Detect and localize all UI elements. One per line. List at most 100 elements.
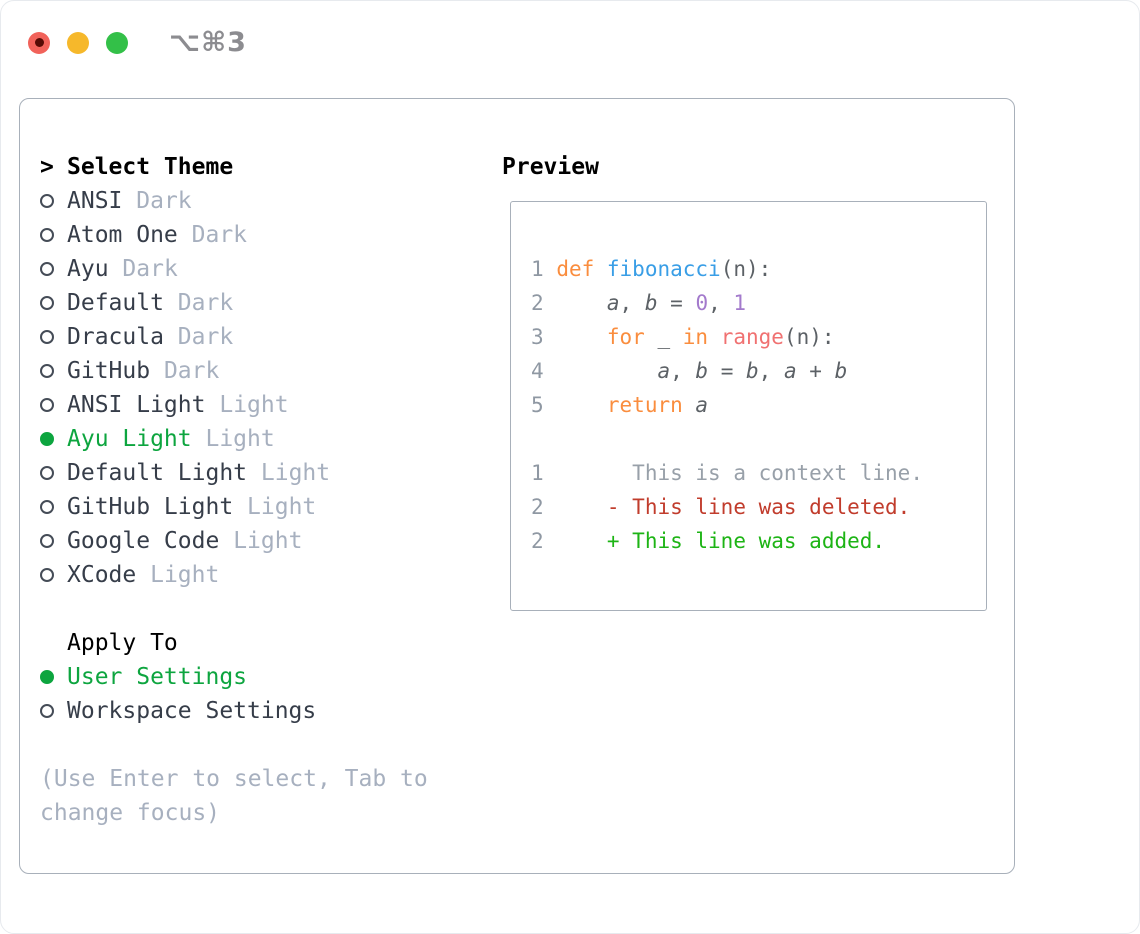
code-token [556,291,607,315]
option-tag: Light [247,494,317,520]
code-token: 0 [695,291,709,315]
line-number: 3 [531,325,544,349]
code-token: b [644,291,658,315]
code-token: + [796,359,835,383]
radio-icon [40,466,54,480]
radio-icon [40,330,54,344]
option-label: Ayu Light [67,426,192,452]
theme-option[interactable]: Atom One Dark [40,218,428,252]
code-token: range [720,325,784,349]
apply-target-option[interactable]: Workspace Settings [40,694,428,728]
code-line: 3 for _ in range(n): [531,320,986,354]
code-token: return [606,393,683,417]
theme-option[interactable]: Ayu Dark [40,252,428,286]
option-tag: Dark [122,256,178,282]
code-line: 5 return a [531,388,986,422]
theme-option[interactable]: Google Code Light [40,524,428,558]
code-token: a [606,291,620,315]
line-number: 2 [531,529,544,553]
option-label: Atom One [67,222,178,248]
code-token: This is a context line. [556,461,923,485]
line-number: 2 [531,291,544,315]
code-line [531,422,986,456]
radio-icon [40,296,54,310]
option-label: Default Light [67,460,248,486]
line-number: 2 [531,495,544,519]
option-label: GitHub [67,358,151,384]
option-tag: Dark [191,222,248,248]
theme-option[interactable]: GitHub Dark [40,354,428,388]
code-token: fibonacci [606,257,721,281]
option-label: XCode [67,562,137,588]
code-token: (n): [720,257,772,281]
radio-icon [40,398,54,412]
theme-option[interactable]: Ayu Light Light [40,422,428,456]
maximize-button[interactable] [106,31,128,54]
code-token [556,393,607,417]
code-token: a [695,393,709,417]
code-token: = [708,359,747,383]
select-theme-heading: > Select Theme [40,150,428,184]
apply-target-option[interactable]: User Settings [40,660,428,694]
code-token: = [657,291,696,315]
code-token [683,393,696,417]
code-line: 2 - This line was deleted. [531,490,986,524]
code-token: a [783,359,797,383]
hint-line-1: (Use Enter to select, Tab to [40,766,428,792]
code-token: in [682,325,709,349]
radio-selected-icon [40,432,54,446]
code-token: for [606,325,645,349]
option-label: User Settings [67,664,248,690]
spacer [40,728,428,762]
option-label: ANSI Light [67,392,206,418]
theme-option[interactable]: ANSI Dark [40,184,428,218]
code-token [556,359,657,383]
option-tag: Light [150,562,220,588]
radio-icon [40,534,54,548]
code-line: 2 + This line was added. [531,524,986,558]
radio-selected-icon [40,670,54,684]
option-label: Ayu [67,256,109,282]
hint-line-2: change focus) [40,800,221,826]
window-shortcut-label: ⌥⌘3 [169,27,247,58]
radio-icon [40,262,54,276]
option-label: GitHub Light [67,494,234,520]
apply-to-heading-label: Apply To [67,630,178,656]
code-token: 1 [733,291,747,315]
option-label: Workspace Settings [67,698,317,724]
titlebar: ⌥⌘3 [28,27,247,58]
option-tag: Light [205,426,275,452]
line-number: 5 [531,393,544,417]
theme-option[interactable]: Dracula Dark [40,320,428,354]
theme-option[interactable]: XCode Light [40,558,428,592]
close-button[interactable] [28,31,50,54]
theme-option[interactable]: Default Light Light [40,456,428,490]
preview-column: Preview 1 def fibonacci(n):2 a, b = 0, 1… [502,150,987,611]
code-line: 2 a, b = 0, 1 [531,286,986,320]
code-token [556,325,607,349]
theme-option[interactable]: Default Dark [40,286,428,320]
radio-icon [40,500,54,514]
code-token: b [746,359,759,383]
option-tag: Dark [177,324,234,350]
theme-option[interactable]: GitHub Light Light [40,490,428,524]
code-token: def [556,257,607,281]
prompt-icon: > [40,154,54,180]
option-tag: Dark [177,290,234,316]
radio-icon [40,704,54,718]
option-label: Dracula [67,324,164,350]
theme-option[interactable]: ANSI Light Light [40,388,428,422]
radio-icon [40,194,54,208]
option-tag: Dark [163,358,220,384]
apply-to-heading: Apply To [40,626,428,660]
code-line: 4 a, b = b, a + b [531,354,986,388]
option-tag: Light [260,460,331,486]
code-line: 1 def fibonacci(n): [531,252,986,286]
line-number: 1 [531,257,544,281]
minimize-button[interactable] [67,31,89,54]
